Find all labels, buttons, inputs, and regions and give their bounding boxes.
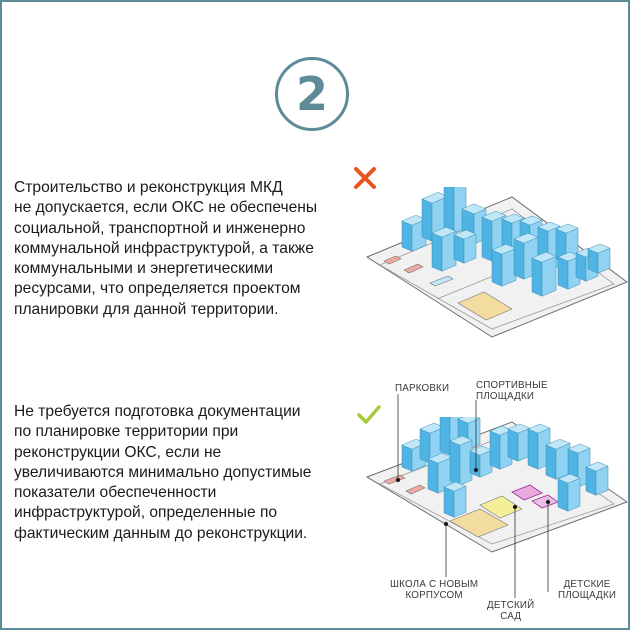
check-icon [357, 405, 381, 424]
building-block [501, 213, 525, 224]
building-block [557, 473, 581, 484]
building-block [469, 450, 481, 478]
callout-playgrounds: ДЕТСКИЕ ПЛОЩАДКИ [558, 579, 617, 601]
building-block [481, 216, 493, 262]
residential-buildings [401, 187, 611, 297]
building-block [457, 417, 481, 424]
building-block [401, 220, 413, 252]
building-block [585, 461, 609, 472]
building-block [519, 215, 543, 226]
building-block [453, 229, 477, 240]
school-with-new-building [449, 508, 509, 538]
building-block [541, 255, 557, 297]
building-block [461, 203, 487, 215]
building-block [537, 221, 561, 232]
building-block [431, 232, 443, 272]
callout-kindergarten: ДЕТСКИЙ САД [487, 600, 535, 622]
building-block [513, 238, 525, 280]
building-block [555, 223, 579, 234]
building-block [557, 256, 569, 290]
building-block [421, 198, 433, 242]
building-block [531, 257, 543, 297]
building-block [449, 435, 473, 446]
building-block [427, 458, 439, 494]
callout-sports-grounds: СПОРТИВНЫЕ ПЛОЩАДКИ [476, 380, 548, 402]
building-block [489, 430, 501, 470]
cross-icon [354, 167, 376, 189]
step-number: 2 [295, 67, 328, 121]
building-block [567, 443, 591, 454]
building-block [443, 481, 467, 492]
residential-buildings [401, 417, 609, 518]
building-block [557, 478, 569, 512]
building-block [507, 428, 519, 462]
building-block [531, 251, 557, 263]
parking-lots [383, 474, 426, 495]
building-block [431, 226, 457, 238]
building-block [449, 440, 461, 486]
building-block [587, 243, 611, 254]
building-block [401, 444, 413, 472]
building-block [419, 428, 431, 464]
step-number-badge: 2 [275, 57, 349, 131]
school-yard [457, 291, 513, 321]
case-not-allowed-text: Строительство и реконструкция МКД не доп… [14, 179, 318, 318]
callout-school: ШКОЛА С НОВЫМ КОРПУСОМ [390, 579, 479, 601]
parking-strip [383, 255, 454, 287]
building-block [545, 438, 571, 450]
district-with-infrastructure-illustration [365, 417, 628, 553]
district-without-infrastructure-illustration [365, 187, 628, 338]
building-block [453, 485, 467, 518]
building-block [481, 210, 507, 222]
building-block [491, 249, 503, 287]
building-block [567, 477, 581, 512]
building-block [545, 444, 557, 480]
callout-parking: ПАРКОВКИ [395, 383, 450, 394]
building-block [527, 428, 539, 470]
building-block [443, 187, 455, 234]
building-block [575, 252, 587, 282]
kindergarten [479, 495, 523, 519]
case-allowed-text: Не требуется подготовка документации по … [14, 403, 312, 542]
building-block [443, 486, 455, 518]
building-block [585, 466, 597, 496]
building-block [439, 417, 451, 456]
building-block [527, 423, 551, 434]
building-block [453, 234, 465, 264]
